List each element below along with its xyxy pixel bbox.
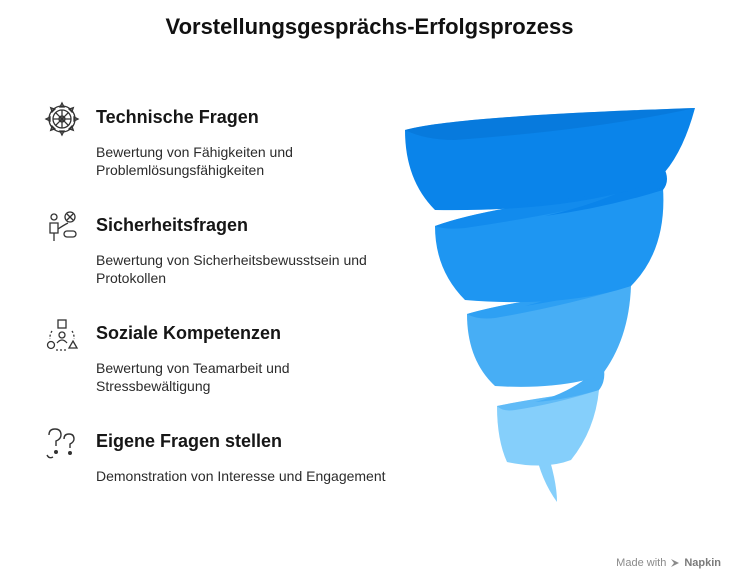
security-tools-icon — [44, 209, 80, 245]
made-with-napkin-watermark: Made with Napkin — [616, 557, 721, 569]
funnel-band-4 — [497, 390, 599, 466]
question-marks-icon — [44, 425, 80, 461]
page-title: Vorstellungsgesprächs-Erfolgsprozess — [165, 14, 574, 39]
people-shapes-icon — [44, 317, 80, 353]
watermark-prefix: Made with — [616, 557, 667, 569]
watermark-brand: Napkin — [684, 557, 721, 569]
funnel-spiral-illustration — [405, 108, 695, 502]
napkin-logo-icon — [671, 559, 680, 567]
step-description: Bewertung von Teamarbeit und Stressbewäl… — [96, 360, 290, 394]
step-heading: Soziale Kompetenzen — [96, 323, 282, 343]
step-description: Demonstration von Interesse und Engageme… — [96, 468, 386, 484]
step-heading: Sicherheitsfragen — [96, 215, 249, 235]
step-description: Bewertung von Fähigkeiten und Problemlös… — [96, 144, 293, 178]
gear-wheel-icon — [44, 101, 80, 137]
step-heading: Technische Fragen — [96, 107, 259, 127]
step-description: Bewertung von Sicherheitsbewusstsein und… — [96, 252, 367, 286]
step-heading: Eigene Fragen stellen — [96, 431, 283, 451]
